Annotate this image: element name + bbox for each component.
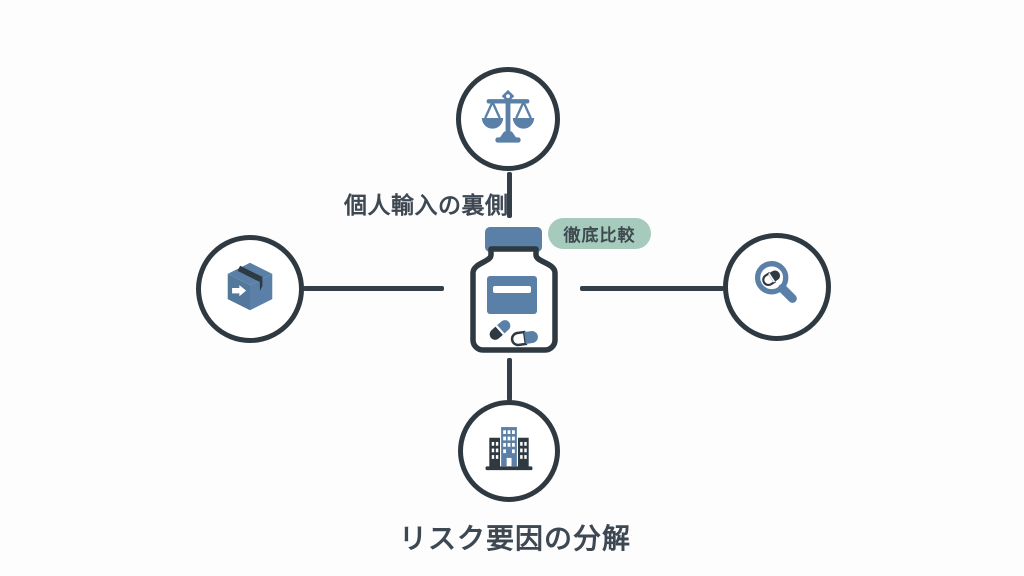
office-buildings-icon <box>479 419 539 484</box>
node-circle-inspect <box>723 233 831 341</box>
balance-scale-icon <box>477 86 539 153</box>
connector-right <box>580 286 724 291</box>
node-circle-risk <box>458 400 560 502</box>
medicine-bottle-icon <box>470 226 558 354</box>
bottom-label: リスク要因の分解 <box>399 523 632 554</box>
title-label: 個人輸入の裏側 <box>344 192 509 218</box>
connector-bottom <box>507 358 512 401</box>
package-box-icon <box>219 256 281 323</box>
connector-left <box>303 286 444 291</box>
node-circle-import <box>196 235 304 343</box>
connector-top <box>507 172 512 218</box>
magnifier-pill-icon <box>746 254 808 321</box>
node-circle-legal <box>456 67 560 171</box>
comparison-badge: 徹底比較 <box>548 218 651 249</box>
